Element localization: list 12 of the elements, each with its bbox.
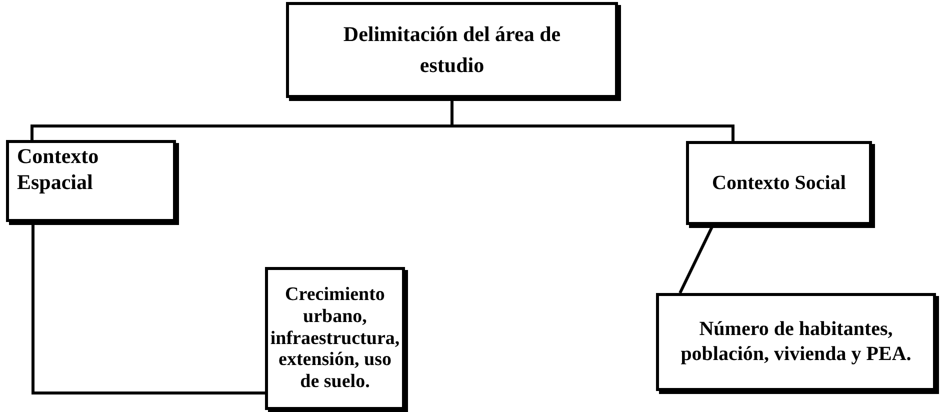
box-text: Delimitación del área de estudio: [342, 20, 562, 79]
connector-line: [32, 224, 265, 394]
text-box: [686, 141, 872, 225]
box-text: Número de habitantes, población, vivienda y PEA.: [680, 317, 912, 367]
text-box: [286, 2, 618, 98]
box-text: Contexto Espacial: [17, 143, 100, 196]
text-box: [265, 267, 405, 410]
text-box: [6, 140, 176, 222]
box-text: Crecimiento urbano, infraestructura, extensión, uso de suelo.: [269, 284, 401, 394]
box-text: Contexto Social: [712, 171, 846, 196]
connector-line: [678, 226, 714, 294]
text-box: [656, 293, 936, 391]
